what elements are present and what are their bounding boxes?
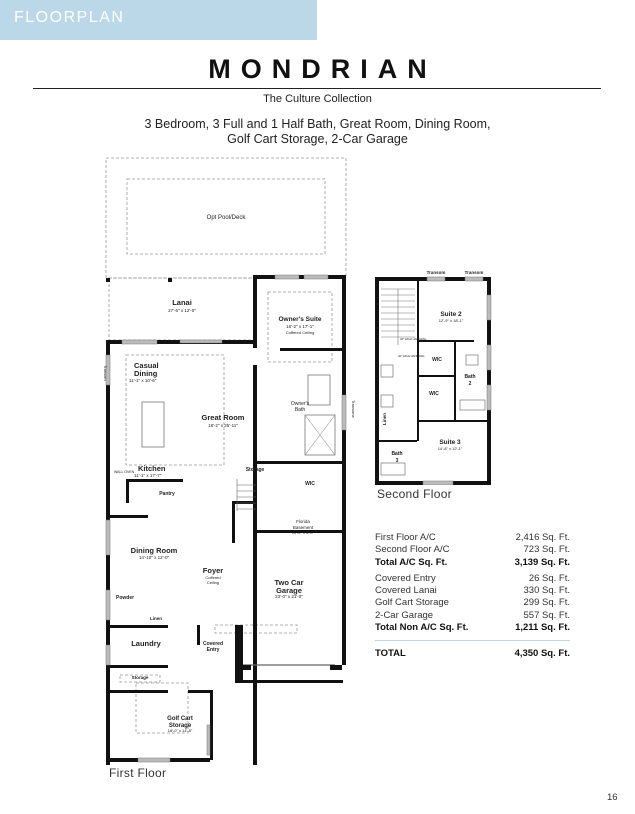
room-owners-suite: Owner's Suite	[278, 316, 321, 323]
room-dining-room: Dining Room	[131, 546, 178, 555]
room-casual-dining-2: Dining	[134, 369, 158, 378]
second-floor-caption: Second Floor	[377, 487, 452, 501]
room-casual-dining-dims: 11'-1" x 10'-6"	[129, 378, 157, 383]
room-pantry: Pantry	[159, 491, 175, 497]
room-kitchen-dims: 11'-1" x 17'-7"	[134, 473, 162, 478]
room-foyer-note-2: Ceiling	[207, 580, 219, 585]
sqft-label: First Floor A/C	[375, 532, 436, 543]
room-owners-suite-note: Coffered Ceiling	[286, 330, 315, 335]
room-garage-dims: 23'-0" x 21'-0"	[275, 594, 303, 599]
room-lanai: Lanai	[172, 298, 192, 307]
section-label: FLOORPLAN	[14, 9, 125, 26]
room-wic: WIC	[305, 481, 315, 487]
room-bath-2: Bath	[464, 374, 475, 380]
features-line-2: Golf Cart Storage, 2-Car Garage	[227, 132, 408, 146]
collection-name: The Culture Collection	[263, 93, 372, 105]
room-lanai-dims: 27'-6" x 12'-0"	[168, 308, 196, 313]
room-suite-3-dims: 14'-8" x 12'-1"	[438, 446, 463, 451]
sqft-label: Second Floor A/C	[375, 544, 450, 556]
room-covered-entry: Covered	[203, 641, 223, 647]
handrail-42: 42" HIGH HANDRAIL	[398, 354, 425, 358]
sqft-value: 4,350 Sq. Ft.	[514, 648, 570, 660]
room-wic-2: WIC	[429, 391, 439, 397]
plan-features: 3 Bedroom, 3 Full and 1 Half Bath, Great…	[0, 117, 635, 147]
room-golf-cart: Golf Cart	[167, 716, 193, 722]
room-suite-3: Suite 3	[439, 439, 461, 446]
first-floor-plan: Opt Pool/Deck Lanai 27'-6" x 12'-0" Owne…	[100, 155, 360, 765]
sqft-value: 3,139 Sq. Ft.	[514, 556, 570, 568]
handrail-32: 32" HIGH HANDRAIL	[400, 337, 427, 341]
room-powder: Powder	[116, 595, 134, 601]
sqft-grand-total-row: TOTAL 4,350 Sq. Ft.	[375, 648, 570, 660]
sqft-row: First Floor A/C 2,416 Sq. Ft.	[375, 532, 570, 544]
sqft-label: TOTAL	[375, 648, 406, 660]
sqft-label: Total Non A/C Sq. Ft.	[375, 622, 469, 634]
sqft-label: Golf Cart Storage	[375, 597, 449, 609]
sqft-label: Covered Entry	[375, 572, 436, 584]
room-owners-bath-2: Bath	[295, 407, 306, 413]
transom-right: Transoms	[351, 400, 356, 418]
room-casual-dining: Casual	[134, 361, 159, 370]
room-florida-basement-dims: 16'-0" x 6'-0"	[292, 530, 315, 535]
sqft-value: 1,211 Sq. Ft.	[515, 622, 570, 634]
room-wic-1: WIC	[432, 357, 442, 363]
room-pool: Opt Pool/Deck	[207, 215, 247, 221]
wall-oven: WALL OVEN	[114, 470, 135, 474]
room-storage-center: Storage	[246, 467, 265, 473]
room-foyer: Foyer	[203, 566, 224, 575]
room-linen-2f: Linen	[382, 413, 387, 425]
transom-1: Transom	[427, 270, 446, 275]
room-dining-room-dims: 14'-10" x 12'-0"	[139, 555, 170, 560]
sqft-total-ac-row: Total A/C Sq. Ft. 3,139 Sq. Ft.	[375, 557, 570, 569]
room-laundry: Laundry	[131, 639, 161, 648]
room-bath-3: Bath	[391, 451, 402, 457]
room-great-room: Great Room	[202, 413, 245, 422]
sqft-label: Total A/C Sq. Ft.	[375, 556, 448, 568]
sqft-label: Covered Lanai	[375, 585, 437, 597]
sqft-value: 2,416 Sq. Ft.	[515, 532, 570, 543]
first-floor-caption: First Floor	[109, 766, 167, 780]
room-linen: Linen	[150, 616, 162, 621]
room-florida-basement-2: Basement	[293, 525, 314, 530]
room-garage: Two Car	[274, 578, 303, 587]
room-suite-2: Suite 2	[440, 311, 462, 318]
section-banner: FLOORPLAN	[0, 0, 317, 40]
room-owners-suite-dims: 16'-2" x 17'-1"	[286, 324, 314, 329]
sqft-label: 2-Car Garage	[375, 609, 434, 621]
sqft-total-non-ac-row: Total Non A/C Sq. Ft. 1,211 Sq. Ft.	[375, 622, 570, 634]
title-divider	[33, 88, 601, 89]
room-storage-bottom: Storage	[132, 675, 149, 680]
sqft-value: 723 Sq. Ft.	[523, 544, 570, 556]
sqft-value: 557 Sq. Ft.	[523, 609, 570, 621]
square-footage-table: First Floor A/C 2,416 Sq. Ft. Second Flo…	[375, 532, 570, 661]
transom-left: Transom	[103, 365, 108, 381]
room-golf-cart-dims: 18'-0" x 14'-8"	[168, 728, 193, 733]
room-great-room-dims: 18'-2" x 25'-11"	[208, 423, 238, 428]
second-floor-plan: Transom Transom Suite 2 12'-9" x 18'-1" …	[365, 265, 495, 485]
features-line-1: 3 Bedroom, 3 Full and 1 Half Bath, Great…	[144, 117, 491, 131]
total-divider	[375, 640, 570, 642]
room-garage-2: Garage	[276, 586, 302, 595]
room-bath-2-num: 2	[469, 381, 472, 387]
page-number: 16	[607, 792, 618, 803]
transom-2: Transom	[465, 270, 484, 275]
room-florida-basement: Florida	[296, 519, 310, 524]
room-covered-entry-2: Entry	[207, 647, 220, 653]
room-owners-bath: Owner's	[291, 401, 310, 407]
room-bath-3-num: 3	[396, 458, 399, 464]
sqft-row: 2-Car Garage 557 Sq. Ft.	[375, 610, 570, 622]
room-kitchen: Kitchen	[138, 464, 166, 473]
sqft-value: 26 Sq. Ft.	[528, 572, 570, 584]
room-golf-cart-2: Storage	[169, 723, 192, 729]
sqft-value: 330 Sq. Ft.	[523, 585, 570, 597]
plan-title: MONDRIAN	[208, 54, 437, 84]
sqft-row: Covered Entry 26 Sq. Ft.	[375, 573, 570, 585]
sqft-value: 299 Sq. Ft.	[523, 597, 570, 609]
sqft-row: Covered Lanai 330 Sq. Ft.	[375, 585, 570, 597]
room-foyer-note: Coffered	[205, 575, 220, 580]
sqft-row: Golf Cart Storage 299 Sq. Ft.	[375, 597, 570, 609]
sqft-row: Second Floor A/C 723 Sq. Ft.	[375, 544, 570, 556]
room-suite-2-dims: 12'-9" x 18'-1"	[439, 318, 464, 323]
